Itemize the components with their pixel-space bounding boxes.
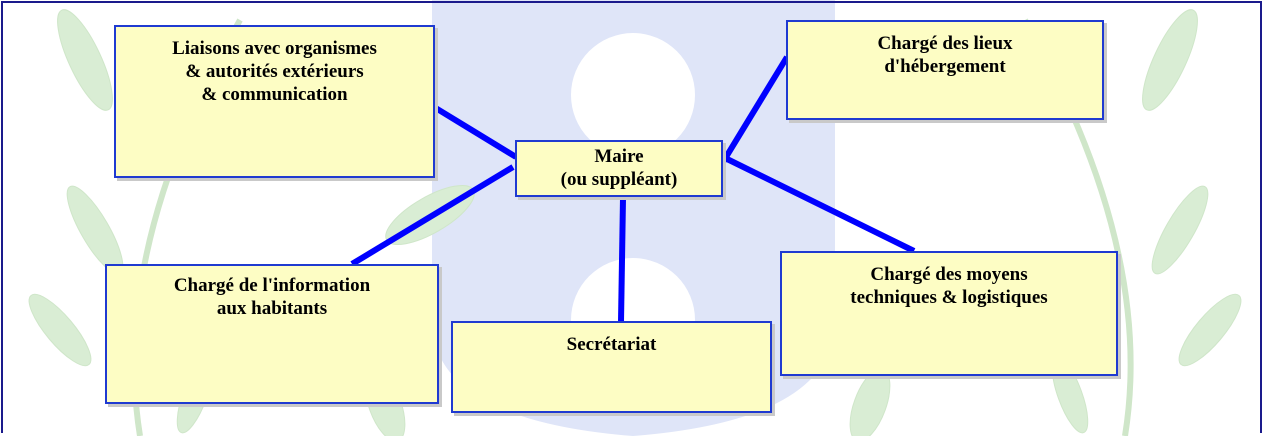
node-maire-label: Maire (ou suppléant) <box>560 146 678 190</box>
node-moyens: Chargé des moyens techniques & logistiqu… <box>780 251 1118 376</box>
connector-liaisons <box>432 104 518 160</box>
node-liaisons: Liaisons avec organismes & autorités ext… <box>114 25 435 178</box>
node-moyens-label: Chargé des moyens techniques & logistiqu… <box>850 264 1048 308</box>
connector-information <box>350 164 515 267</box>
node-information-label: Chargé de l'information aux habitants <box>173 275 371 319</box>
connector-hebergement <box>720 55 790 164</box>
node-hebergement: Chargé des lieux d'hébergement <box>786 20 1104 120</box>
laurel-branch-right <box>849 9 1242 436</box>
node-liaisons-label: Liaisons avec organismes & autorités ext… <box>172 38 377 105</box>
connector-moyens <box>721 154 916 254</box>
node-hebergement-label: Chargé des lieux d'hébergement <box>877 33 1013 77</box>
node-secretariat-label: Secrétariat <box>566 334 657 355</box>
node-information: Chargé de l'information aux habitants <box>105 264 439 404</box>
node-secretariat: Secrétariat <box>451 321 772 413</box>
connector-secretariat <box>618 197 626 323</box>
node-maire: Maire (ou suppléant) <box>515 140 723 197</box>
